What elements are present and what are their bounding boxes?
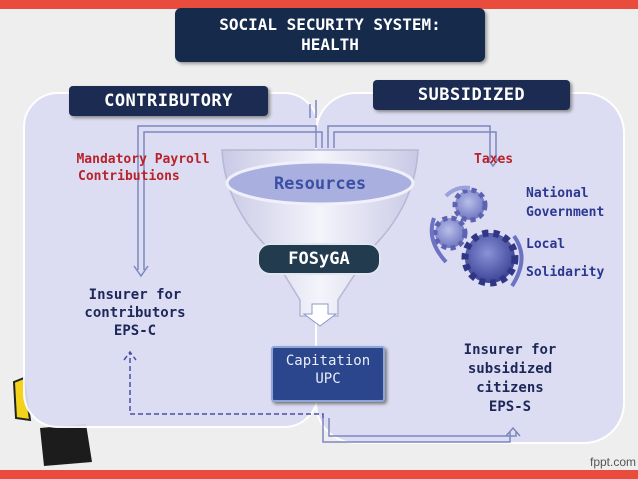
tax-arrow	[486, 157, 500, 168]
insurer-s-line-3: citizens	[476, 380, 544, 396]
gov-line-1: National	[526, 186, 589, 201]
payroll-source: Mandatory Payroll Contributions	[58, 151, 228, 185]
tab-contributory: CONTRIBUTORY	[69, 86, 268, 116]
payroll-line-2: Contributions	[78, 169, 180, 184]
local-label: Local	[526, 237, 566, 252]
bottom-connectors	[322, 418, 521, 443]
solidarity-label: Solidarity	[526, 265, 605, 280]
insurer-s-line-4: EPS-S	[488, 399, 532, 415]
figure-arm-shape	[12, 376, 32, 422]
insurer-s-line-2: subsidized	[467, 361, 553, 377]
insurer-subsidized: Insurer for subsidized citizens EPS-S	[445, 341, 575, 417]
title-box: SOCIAL SECURITY SYSTEM: HEALTH	[175, 8, 485, 62]
insurer-contributors: Insurer for contributors EPS-C	[60, 286, 210, 340]
footer-credit: fppt.com	[590, 455, 637, 469]
fund-badge	[257, 243, 381, 275]
return-dashed-line	[123, 350, 324, 418]
gov-line-2: Government	[526, 205, 605, 220]
capitation-box: Capitation UPC	[271, 346, 385, 402]
national-government-label: National Government	[526, 184, 626, 222]
resources-label: Resources	[273, 174, 367, 194]
insurer-c-line-2: contributors	[84, 305, 186, 321]
title-line-1: SOCIAL SECURITY SYSTEM:	[219, 15, 441, 34]
title-line-2: HEALTH	[301, 35, 359, 54]
capitation-line-1: Capitation	[285, 353, 371, 369]
tab-subsidized: SUBSIDIZED	[373, 80, 570, 110]
down-arrow-icon	[302, 303, 338, 327]
insurer-s-line-1: Insurer for	[463, 342, 557, 358]
contributor-arrow	[133, 265, 149, 278]
bottom-stripe	[0, 470, 638, 479]
insurer-c-line-1: Insurer for	[88, 287, 182, 303]
gears-icon	[429, 185, 524, 288]
insurer-c-line-3: EPS-C	[113, 323, 157, 339]
top-stripe	[0, 0, 638, 9]
fosyga-label: FOSyGA	[288, 249, 350, 269]
capitation-line-2: UPC	[315, 371, 341, 387]
payroll-line-1: Mandatory Payroll	[76, 152, 210, 167]
top-connectors	[137, 100, 497, 270]
funnel-rim	[225, 160, 415, 206]
taxes-source: Taxes	[474, 152, 514, 167]
figure-shoe-shape	[40, 424, 92, 466]
